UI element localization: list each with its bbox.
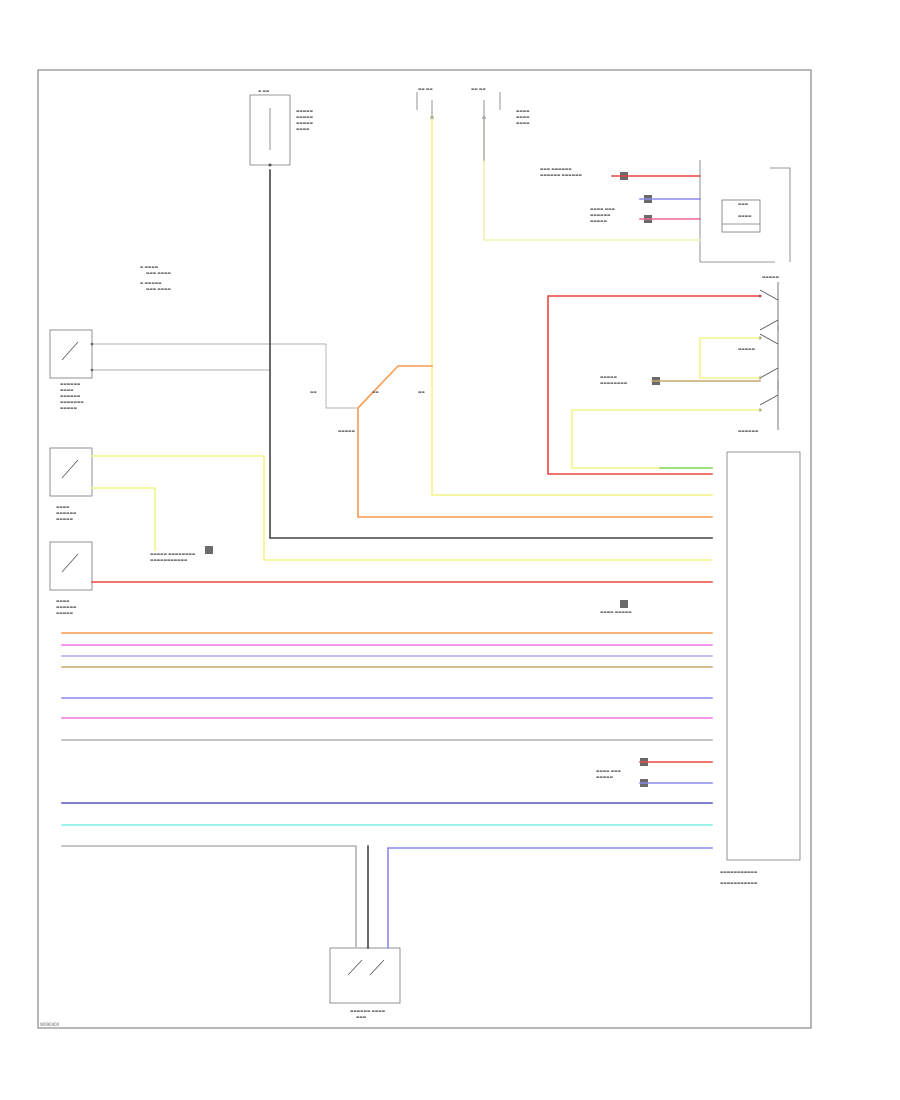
svg-text:▬▬▬▬▬: ▬▬▬▬▬: [338, 429, 356, 433]
wire-grey-bottom: [61, 845, 357, 949]
svg-text:▬▬▬▬ ▬▬▬: ▬▬▬▬ ▬▬▬: [596, 769, 622, 773]
svg-text:▬ ▬▬▬▬▬: ▬ ▬▬▬▬▬: [140, 281, 162, 285]
svg-text:▬▬▬▬: ▬▬▬▬: [516, 121, 530, 125]
svg-text:▬▬▬▬▬: ▬▬▬▬▬: [296, 115, 314, 119]
svg-text:▬▬▬▬▬: ▬▬▬▬▬: [590, 219, 608, 223]
svg-text:▬▬▬▬: ▬▬▬▬: [60, 388, 74, 392]
svg-text:▬▬▬▬▬▬: ▬▬▬▬▬▬: [56, 605, 77, 609]
wire-yellow-right-loop: [571, 409, 761, 469]
svg-text:▬▬▬▬▬: ▬▬▬▬▬: [60, 406, 78, 410]
fuse-block-left: ▬ ▬▬▬▬▬▬▬▬▬▬▬▬▬▬▬▬▬▬▬▬▬: [249, 89, 314, 167]
wire-fuse-a-yellow: [431, 117, 713, 496]
svg-text:▬▬▬▬: ▬▬▬▬: [56, 599, 70, 603]
wire-red-top: [547, 295, 761, 475]
wire-labels: ▬ ▬▬▬▬▬▬▬ ▬▬▬▬ ▬ ▬▬▬▬▬▬▬▬ ▬▬▬▬ ▬▬▬▬▬▬ ▬▬…: [140, 265, 632, 779]
svg-text:▬▬▬▬▬ ▬▬▬▬▬▬▬▬: ▬▬▬▬▬ ▬▬▬▬▬▬▬▬: [150, 552, 196, 556]
svg-text:▬▬▬▬: ▬▬▬▬: [516, 115, 530, 119]
svg-text:▬▬ ▬▬: ▬▬ ▬▬: [471, 87, 486, 91]
svg-text:▬▬▬▬▬▬▬▬: ▬▬▬▬▬▬▬▬: [600, 381, 628, 385]
svg-text:▬▬: ▬▬: [418, 390, 425, 394]
svg-text:▬▬: ▬▬: [310, 390, 317, 394]
svg-text:▬▬▬▬: ▬▬▬▬: [516, 109, 530, 113]
svg-text:▬▬▬ ▬▬▬▬: ▬▬▬ ▬▬▬▬: [146, 287, 172, 291]
svg-text:▬▬▬▬▬: ▬▬▬▬▬: [56, 611, 74, 615]
svg-text:▬▬▬▬▬▬ ▬▬▬▬: ▬▬▬▬▬▬ ▬▬▬▬: [350, 1009, 386, 1013]
svg-text:▬▬ ▬▬: ▬▬ ▬▬: [418, 87, 433, 91]
svg-text:▬▬▬▬▬▬: ▬▬▬▬▬▬: [56, 511, 77, 515]
diagram-code: W090404: [40, 1022, 60, 1027]
svg-text:▬▬▬▬▬▬: ▬▬▬▬▬▬: [60, 382, 81, 386]
switch-left-lower: ▬▬▬▬▬▬▬▬▬▬▬▬▬▬▬: [49, 541, 93, 615]
module-top-right: ▬▬▬ ▬▬▬▬▬▬▬▬▬▬▬▬ ▬▬▬▬▬▬▬▬▬▬ ▬▬▬▬▬▬▬▬▬▬▬▬…: [540, 160, 791, 263]
wire-black-left: [269, 169, 713, 539]
svg-text:▬▬▬▬ ▬▬▬▬▬: ▬▬▬▬ ▬▬▬▬▬: [600, 610, 632, 614]
svg-text:▬▬▬▬: ▬▬▬▬: [296, 127, 310, 131]
svg-text:▬▬▬▬▬▬: ▬▬▬▬▬▬: [590, 213, 611, 217]
svg-text:▬▬▬▬▬: ▬▬▬▬▬: [596, 775, 614, 779]
switch-right-lower: ▬▬▬▬▬▬: [738, 380, 779, 433]
svg-text:▬ ▬▬: ▬ ▬▬: [258, 89, 270, 93]
svg-text:▬▬▬▬ ▬▬▬: ▬▬▬▬ ▬▬▬: [590, 207, 616, 211]
svg-text:▬▬▬▬▬: ▬▬▬▬▬: [296, 109, 314, 113]
svg-text:▬▬▬▬▬▬▬▬▬▬▬: ▬▬▬▬▬▬▬▬▬▬▬: [720, 881, 758, 885]
switch-right-upper: ▬▬▬▬▬: [758, 275, 780, 331]
body-control-module: ▬▬▬▬▬▬▬▬▬▬▬ ▬▬▬▬▬▬▬▬▬▬▬: [720, 451, 801, 885]
svg-text:▬▬▬▬▬: ▬▬▬▬▬: [296, 121, 314, 125]
svg-text:▬▬▬▬▬▬▬▬▬▬▬: ▬▬▬▬▬▬▬▬▬▬▬: [720, 870, 758, 874]
svg-text:▬▬▬▬▬▬▬▬▬▬▬: ▬▬▬▬▬▬▬▬▬▬▬: [150, 558, 188, 562]
svg-text:▬▬▬▬▬▬▬: ▬▬▬▬▬▬▬: [60, 400, 84, 404]
wire-orange-main: [357, 365, 713, 518]
svg-text:▬ ▬▬▬▬: ▬ ▬▬▬▬: [140, 265, 159, 269]
svg-text:▬▬▬: ▬▬▬: [738, 202, 749, 206]
svg-text:▬▬▬: ▬▬▬: [356, 1015, 367, 1019]
bottom-switch-component: ▬▬▬▬▬▬ ▬▬▬▬ ▬▬▬: [329, 947, 401, 1019]
svg-text:▬▬▬▬▬: ▬▬▬▬▬: [600, 375, 618, 379]
svg-text:▬▬▬▬▬▬ ▬▬▬▬▬▬: ▬▬▬▬▬▬ ▬▬▬▬▬▬: [540, 173, 582, 177]
svg-text:▬▬▬▬▬: ▬▬▬▬▬: [762, 275, 780, 279]
svg-text:▬▬▬ ▬▬▬▬▬▬: ▬▬▬ ▬▬▬▬▬▬: [540, 167, 572, 171]
svg-text:▬▬▬▬: ▬▬▬▬: [738, 214, 752, 218]
diagram-frame: [37, 69, 812, 1029]
wire-yellow-left-switch: [91, 455, 713, 561]
svg-text:▬▬: ▬▬: [372, 390, 379, 394]
svg-text:▬▬▬▬▬▬: ▬▬▬▬▬▬: [738, 429, 759, 433]
fuse-block-right: ▬▬ ▬▬ ▬▬ ▬▬ ▬▬▬▬ ▬▬▬▬ ▬▬▬▬: [416, 87, 530, 165]
wire-yellow-green-stub: [91, 487, 156, 551]
wire-blue-bottom: [387, 847, 713, 949]
wire-yellow-switch-link: [699, 337, 761, 379]
svg-text:▬▬▬▬▬: ▬▬▬▬▬: [56, 517, 74, 521]
svg-text:▬▬▬▬▬▬: ▬▬▬▬▬▬: [60, 394, 81, 398]
switch-left-middle: ▬▬▬▬▬▬▬▬▬▬▬▬▬▬▬: [49, 447, 93, 521]
wire-layer: [61, 117, 761, 949]
left-connector-stubs: [92, 343, 358, 409]
svg-text:▬▬▬▬: ▬▬▬▬: [56, 505, 70, 509]
svg-text:▬▬▬ ▬▬▬▬: ▬▬▬ ▬▬▬▬: [146, 271, 172, 275]
switch-left-top: ▬▬▬▬▬▬▬▬▬▬▬▬▬▬▬▬▬▬▬▬▬▬▬▬▬▬▬▬: [49, 329, 94, 410]
svg-text:▬▬▬▬▬: ▬▬▬▬▬: [738, 347, 756, 351]
